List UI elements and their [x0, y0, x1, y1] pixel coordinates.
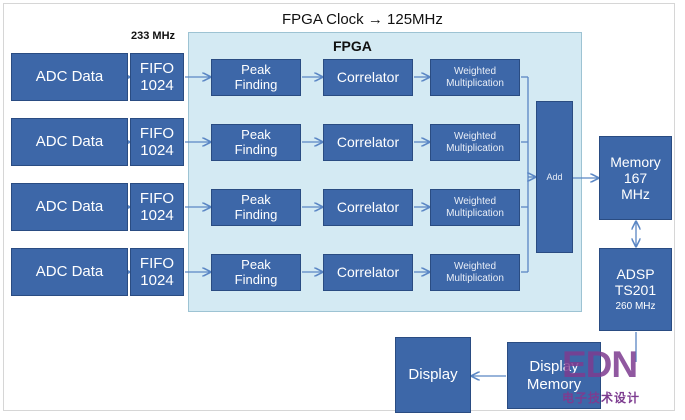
adsp-frequency: 260 MHz	[615, 301, 656, 313]
peak-finding-block: Peak Finding	[211, 189, 301, 226]
adsp-name: ADSP TS201	[614, 266, 657, 299]
clock-title: FPGA Clock → 125MHz	[282, 11, 443, 28]
fifo-block: FIFO 1024	[130, 118, 184, 166]
correlator-block: Correlator	[323, 254, 413, 291]
peak-finding-block: Peak Finding	[211, 59, 301, 96]
adsp-block: ADSP TS201 260 MHz	[599, 248, 672, 331]
weighted-multiplication-block: Weighted Multiplication	[430, 189, 520, 226]
edn-watermark-subtitle: 电子技术设计	[562, 391, 641, 405]
correlator-block: Correlator	[323, 124, 413, 161]
weighted-multiplication-block: Weighted Multiplication	[430, 254, 520, 291]
display-block: Display	[395, 337, 471, 413]
adc-data-block: ADC Data	[11, 118, 128, 166]
adc-data-block: ADC Data	[11, 53, 128, 101]
memory-block: Memory 167 MHz	[599, 136, 672, 220]
diagram-frame	[3, 3, 675, 411]
fifo-block: FIFO 1024	[130, 183, 184, 231]
fifo-block: FIFO 1024	[130, 53, 184, 101]
add-block: Add	[536, 101, 573, 253]
correlator-block: Correlator	[323, 189, 413, 226]
fifo-frequency-label: 233 MHz	[131, 30, 176, 42]
adc-data-block: ADC Data	[11, 248, 128, 296]
peak-finding-block: Peak Finding	[211, 254, 301, 291]
display-memory-block: Display Memory	[507, 342, 601, 409]
edn-watermark-logo: EDN	[562, 344, 638, 385]
peak-finding-block: Peak Finding	[211, 124, 301, 161]
weighted-multiplication-block: Weighted Multiplication	[430, 59, 520, 96]
fifo-block: FIFO 1024	[130, 248, 184, 296]
adc-data-block: ADC Data	[11, 183, 128, 231]
weighted-multiplication-block: Weighted Multiplication	[430, 124, 520, 161]
fpga-label: FPGA	[333, 38, 372, 54]
correlator-block: Correlator	[323, 59, 413, 96]
